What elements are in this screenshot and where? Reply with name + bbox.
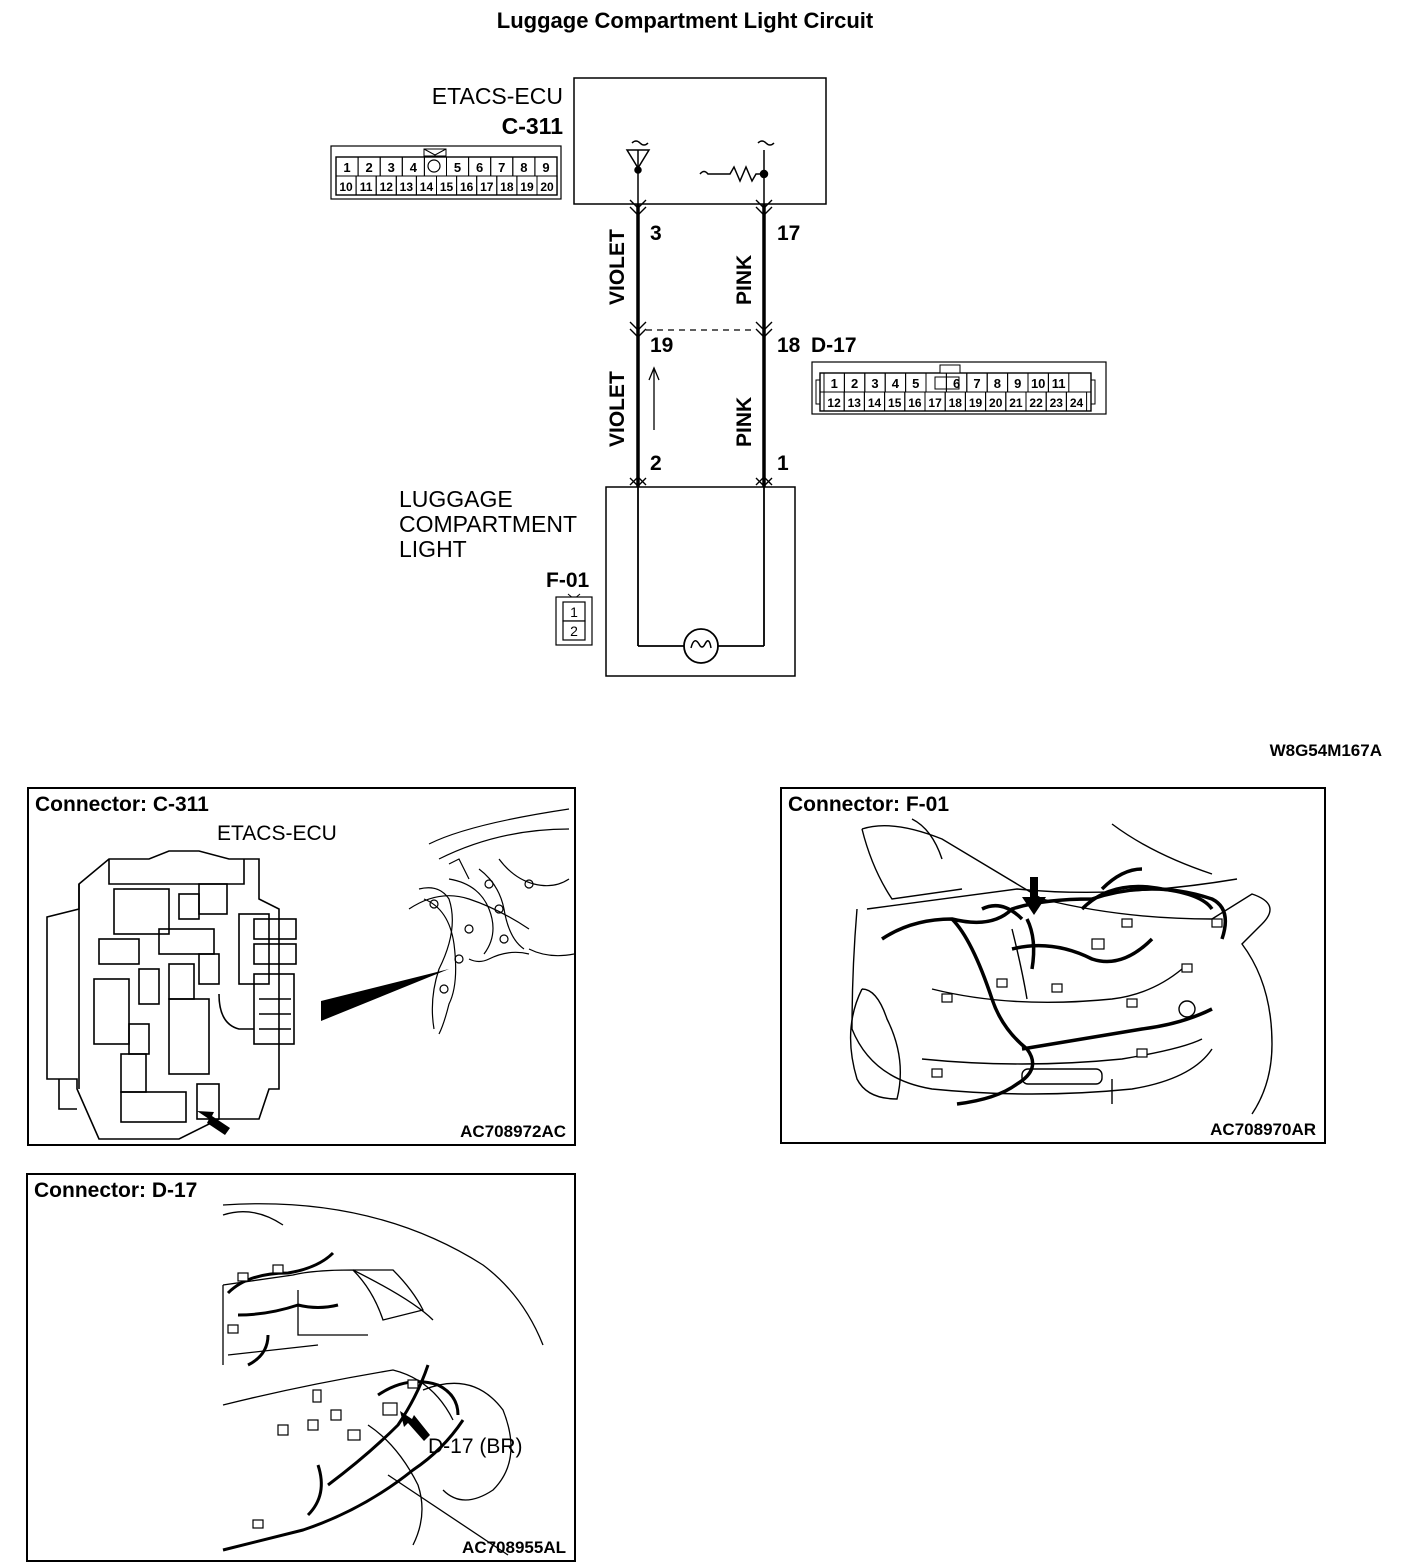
f01-panel-code: AC708970AR bbox=[1210, 1120, 1316, 1139]
d17-row2-pin-label: 16 bbox=[908, 396, 922, 410]
pin-ecu-left: 3 bbox=[650, 222, 662, 245]
d17-row2-cell bbox=[1065, 391, 1088, 412]
c311-row2-pin-label: 14 bbox=[420, 180, 434, 194]
page-title: Luggage Compartment Light Circuit bbox=[496, 8, 874, 33]
d17-row1-pin-label: 9 bbox=[1014, 376, 1021, 391]
d17-panel-title: Connector: D-17 bbox=[34, 1179, 198, 1202]
bulb-icon bbox=[637, 487, 765, 664]
c311-row2-pin-label: 16 bbox=[460, 180, 474, 194]
d17-pointer-arrow bbox=[400, 1411, 430, 1441]
c311-row2-pin-label: 13 bbox=[400, 180, 414, 194]
c311-row2-pin-label: 15 bbox=[440, 180, 454, 194]
c311-row1-pin-label: 7 bbox=[498, 160, 505, 175]
light-label-line3: LIGHT bbox=[399, 536, 467, 562]
c311-row2-pin-label: 20 bbox=[540, 180, 554, 194]
wire-color-right-lower: PINK bbox=[733, 397, 756, 447]
ecu-internal-symbols bbox=[625, 140, 775, 204]
d17-row1-pin-label: 6 bbox=[953, 376, 960, 391]
d17-panel-code: AC708955AL bbox=[462, 1538, 566, 1557]
panel-d17: Connector: D-17 D-17 (BR) AC708955AL bbox=[26, 1173, 576, 1562]
d17-row2-pin-label: 12 bbox=[827, 396, 841, 410]
wire-color-left-lower: VIOLET bbox=[606, 371, 629, 447]
c311-row2-pin-label: 17 bbox=[480, 180, 494, 194]
c311-pointer-arrow bbox=[197, 1111, 230, 1135]
d17-row1-pin-label: 8 bbox=[994, 376, 1001, 391]
c311-row2-cell bbox=[536, 175, 558, 196]
c311-panel-code: AC708972AC bbox=[460, 1122, 566, 1141]
d17-row1-pin-label: 4 bbox=[892, 376, 900, 391]
d17-row1-pin-label: 5 bbox=[912, 376, 919, 391]
panel-f01: Connector: F-01 AC708970AR bbox=[780, 787, 1326, 1144]
d17-row2-pin-label: 15 bbox=[888, 396, 902, 410]
d17-row2-pin-label: 24 bbox=[1070, 396, 1084, 410]
d17-row2-pin-label: 17 bbox=[928, 396, 942, 410]
c311-location-illustration bbox=[46, 808, 574, 1140]
f01-panel-title: Connector: F-01 bbox=[788, 793, 950, 816]
c311-row1-pin-label: 4 bbox=[410, 160, 418, 175]
c311-panel-title: Connector: C-311 bbox=[35, 793, 209, 816]
wire-color-left-upper: VIOLET bbox=[606, 229, 629, 305]
connector-chevrons bbox=[629, 199, 773, 487]
light-box bbox=[605, 486, 796, 677]
d17-row1-pin-label: 7 bbox=[973, 376, 980, 391]
pin-junction-right: 18 bbox=[777, 334, 801, 357]
f01-pin-1: 1 bbox=[570, 604, 578, 620]
ecu-name: ETACS-ECU bbox=[432, 83, 563, 109]
c311-row2-pin-label: 12 bbox=[380, 180, 394, 194]
d17-row1-pin-label: 11 bbox=[1052, 376, 1066, 391]
c311-row1-pin-label: 6 bbox=[476, 160, 483, 175]
d17-row2-pin-label: 23 bbox=[1050, 396, 1064, 410]
d17-row2-pin-label: 14 bbox=[868, 396, 882, 410]
c311-row1-pin-label: 1 bbox=[343, 160, 350, 175]
pin-junction-left: 19 bbox=[650, 334, 673, 357]
ecu-box bbox=[573, 77, 827, 205]
d17-row1-pin-label: 1 bbox=[831, 376, 838, 391]
c311-row1-pin-label: 8 bbox=[520, 160, 527, 175]
c311-key-circle bbox=[427, 159, 441, 173]
diagram-code: W8G54M167A bbox=[1269, 741, 1382, 760]
d17-location-illustration bbox=[222, 1203, 544, 1556]
f01-location-illustration bbox=[849, 818, 1273, 1115]
d17-row2-pin-label: 21 bbox=[1009, 396, 1023, 410]
c311-row1-pin-label: 2 bbox=[366, 160, 373, 175]
junction-connector-id: D-17 bbox=[811, 334, 857, 357]
f01-pointer-arrow bbox=[1022, 877, 1046, 915]
c311-row2-pin-label: 10 bbox=[339, 180, 353, 194]
d17-row2-pin-label: 18 bbox=[949, 396, 963, 410]
current-flow-arrow bbox=[648, 366, 660, 430]
d17-row1-pin-label: 3 bbox=[871, 376, 878, 391]
f01-connector-face: 1 2 bbox=[555, 593, 593, 646]
c311-row2-pin-label: 18 bbox=[500, 180, 514, 194]
panel-c311: Connector: C-311 ETACS-ECU AC708972AC bbox=[27, 787, 576, 1146]
c311-panel-subtitle: ETACS-ECU bbox=[217, 822, 337, 845]
d17-panel-callout: D-17 (BR) bbox=[428, 1435, 523, 1458]
d17-row1-pin-label: 2 bbox=[851, 376, 858, 391]
wire-color-right-upper: PINK bbox=[733, 255, 756, 305]
light-label-line2: COMPARTMENT bbox=[399, 511, 577, 537]
light-label-line1: LUGGAGE bbox=[399, 486, 513, 512]
pin-light-right: 1 bbox=[777, 452, 789, 475]
d17-row2-pin-label: 22 bbox=[1029, 396, 1043, 410]
d17-row2-pin-label: 13 bbox=[848, 396, 862, 410]
f01-pin-2: 2 bbox=[570, 623, 578, 639]
pin-light-left: 2 bbox=[650, 452, 662, 475]
d17-row2-pin-label: 20 bbox=[989, 396, 1003, 410]
light-connector-id: F-01 bbox=[546, 569, 590, 592]
ecu-connector-id: C-311 bbox=[502, 113, 564, 139]
c311-row1-pin-label: 9 bbox=[542, 160, 549, 175]
c311-row1-pin-label: 3 bbox=[388, 160, 395, 175]
pin-ecu-right: 17 bbox=[777, 222, 800, 245]
d17-row2-pin-label: 19 bbox=[969, 396, 983, 410]
c311-row1-pin-label: 5 bbox=[454, 160, 461, 175]
c311-row2-pin-label: 11 bbox=[360, 180, 373, 194]
d17-row1-pin-label: 10 bbox=[1031, 376, 1045, 391]
c311-row2-pin-label: 19 bbox=[520, 180, 534, 194]
